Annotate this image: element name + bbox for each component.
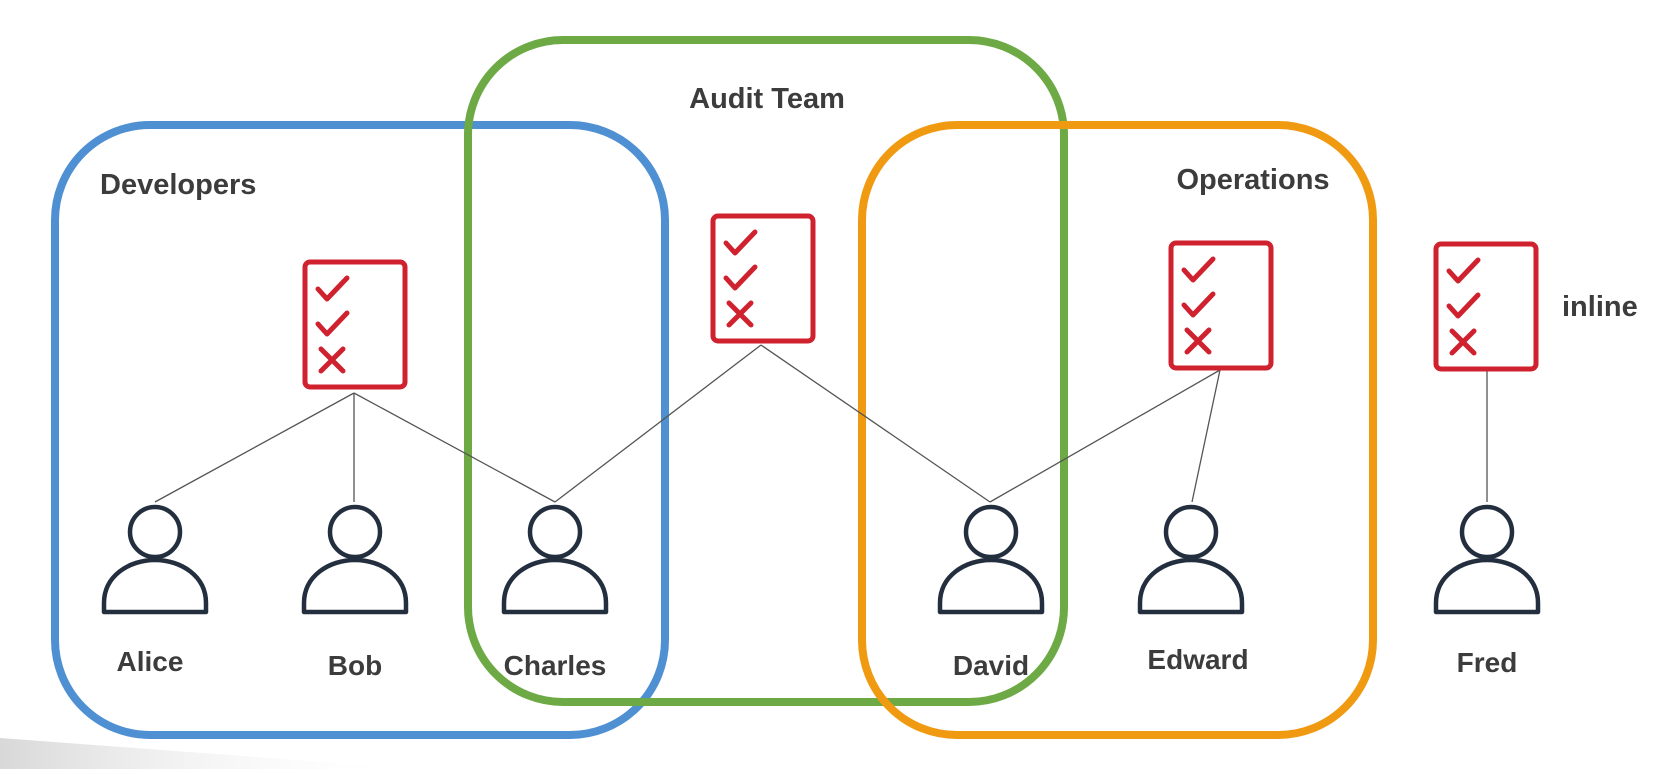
user-name-alice: Alice	[117, 646, 184, 677]
user-name-edward: Edward	[1147, 644, 1248, 675]
user-name-charles: Charles	[504, 650, 607, 681]
audit-team-group-label: Audit Team	[689, 83, 845, 115]
connector-operations-david	[989, 369, 1221, 503]
inline-policy-label: inline	[1562, 291, 1638, 323]
floor-shadow	[0, 738, 420, 769]
audit-team-group-boundary	[464, 36, 1068, 706]
alice-user-icon[interactable]	[104, 507, 206, 612]
developers-group-label: Developers	[100, 169, 256, 201]
connector-audit-david	[760, 344, 991, 503]
fred-user-icon[interactable]	[1436, 507, 1538, 612]
bob-user-icon[interactable]	[304, 507, 406, 612]
user-name-bob: Bob	[328, 650, 382, 681]
user-name-fred: Fred	[1457, 647, 1518, 678]
connector-developers-charles	[353, 392, 556, 503]
policy-connectors	[154, 344, 1488, 503]
inline-policy-document-icon[interactable]	[1436, 244, 1536, 369]
developers-group-boundary	[51, 121, 669, 739]
operations-policy-document-icon[interactable]	[1171, 243, 1271, 368]
charles-user-icon[interactable]	[504, 507, 606, 612]
edward-user-icon[interactable]	[1140, 507, 1242, 612]
connector-audit-charles	[554, 344, 762, 503]
connector-developers-alice	[154, 392, 355, 503]
operations-group-boundary	[858, 121, 1377, 739]
operations-group-label: Operations	[1176, 164, 1329, 196]
developers-policy-document-icon[interactable]	[305, 262, 405, 387]
user-name-david: David	[953, 650, 1029, 681]
connector-operations-edward	[1191, 369, 1221, 503]
david-user-icon[interactable]	[940, 507, 1042, 612]
audit-team-policy-document-icon[interactable]	[713, 216, 813, 341]
